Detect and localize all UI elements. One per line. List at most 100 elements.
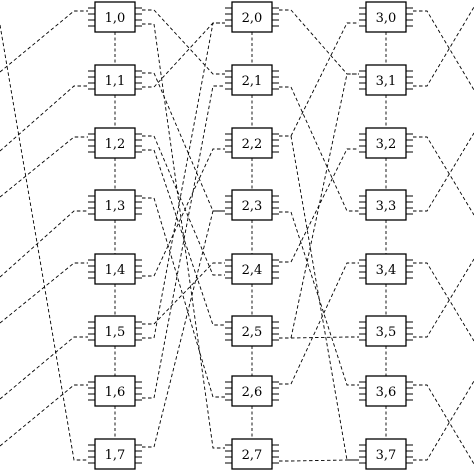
node-label: 1,2 xyxy=(105,137,126,152)
node-box xyxy=(365,189,407,221)
link-wire xyxy=(142,149,225,326)
link-wire xyxy=(142,262,225,325)
input-wire xyxy=(0,24,88,461)
node-label: 3,0 xyxy=(376,11,397,26)
switch-node: 3,7 xyxy=(359,438,413,470)
link-wire xyxy=(142,197,225,398)
edge-wires xyxy=(0,6,474,465)
node-label: 2,0 xyxy=(242,11,263,26)
node-box xyxy=(365,127,407,159)
switch-node: 1,0 xyxy=(88,1,142,33)
node-label: 1,4 xyxy=(105,263,126,278)
node-label: 1,6 xyxy=(105,385,126,400)
node-label: 3,5 xyxy=(376,325,397,340)
link-wire xyxy=(142,22,225,339)
node-label: 1,3 xyxy=(105,199,126,214)
node-box xyxy=(231,127,273,159)
node-box xyxy=(231,64,273,96)
output-wire xyxy=(413,262,474,342)
switch-node: 3,2 xyxy=(359,127,413,159)
switch-node: 2,1 xyxy=(225,64,279,96)
node-box xyxy=(231,253,273,285)
link-wire xyxy=(142,135,225,276)
link-wire xyxy=(142,22,225,88)
link-wire xyxy=(279,73,359,339)
node-box xyxy=(231,315,273,347)
output-wire xyxy=(413,6,474,87)
switch-node: 2,3 xyxy=(225,189,279,221)
switch-node: 3,5 xyxy=(359,315,413,347)
link-wire xyxy=(142,148,225,277)
switch-node: 1,3 xyxy=(88,189,142,221)
switch-node: 1,5 xyxy=(88,315,142,347)
switch-node: 2,6 xyxy=(225,375,279,407)
node-label: 2,1 xyxy=(242,74,263,89)
output-wire xyxy=(413,380,474,461)
node-box xyxy=(231,1,273,33)
input-wire xyxy=(0,136,88,198)
switch-node: 3,6 xyxy=(359,375,413,407)
input-wire xyxy=(0,262,88,324)
node-label: 3,2 xyxy=(376,137,397,152)
link-wire xyxy=(142,23,225,449)
stage-wires xyxy=(142,9,359,462)
node-box xyxy=(365,315,407,347)
node-label: 2,7 xyxy=(242,448,263,463)
switch-node: 1,6 xyxy=(88,375,142,407)
input-wire xyxy=(0,384,88,447)
node-box xyxy=(94,1,136,33)
input-wire xyxy=(0,210,88,278)
switch-node: 1,1 xyxy=(88,64,142,96)
link-wire xyxy=(142,9,225,75)
node-label: 3,7 xyxy=(376,448,397,463)
link-wire xyxy=(142,72,225,212)
node-box xyxy=(365,375,407,407)
node-label: 2,3 xyxy=(242,199,263,214)
node-label: 3,6 xyxy=(376,385,397,400)
switch-node: 3,0 xyxy=(359,1,413,33)
output-wire xyxy=(413,136,474,216)
link-wire xyxy=(279,459,359,462)
switch-node: 1,2 xyxy=(88,127,142,159)
link-wire xyxy=(279,86,359,212)
switch-node: 1,7 xyxy=(88,438,142,470)
node-label: 3,3 xyxy=(376,199,397,214)
node-label: 2,6 xyxy=(242,385,263,400)
node-label: 2,5 xyxy=(242,325,263,340)
node-label: 2,4 xyxy=(242,263,263,278)
node-box xyxy=(94,438,136,470)
link-wire xyxy=(142,210,225,448)
node-box xyxy=(94,127,136,159)
node-label: 2,2 xyxy=(242,137,263,152)
node-box xyxy=(94,189,136,221)
input-wire xyxy=(0,336,88,400)
node-label: 1,5 xyxy=(105,325,126,340)
node-box xyxy=(94,64,136,96)
node-box xyxy=(94,375,136,407)
node-box xyxy=(94,315,136,347)
input-wire xyxy=(0,10,88,73)
output-wire xyxy=(413,132,474,212)
vertical-links xyxy=(114,32,387,439)
node-label: 1,1 xyxy=(105,74,126,89)
switch-node: 2,7 xyxy=(225,438,279,470)
switch-node: 3,3 xyxy=(359,189,413,221)
output-wire xyxy=(413,10,474,91)
node-label: 1,0 xyxy=(105,11,126,26)
node-box xyxy=(365,1,407,33)
node-label: 3,4 xyxy=(376,263,397,278)
output-wire xyxy=(413,258,474,338)
node-label: 1,7 xyxy=(105,448,126,463)
link-wire xyxy=(279,262,359,385)
switch-node: 3,4 xyxy=(359,253,413,285)
switch-node: 2,5 xyxy=(225,315,279,347)
node-box xyxy=(365,438,407,470)
node-box xyxy=(365,253,407,285)
node-box xyxy=(365,64,407,96)
output-wire xyxy=(413,384,474,465)
nodes: 1,0 1,1 1,2 1,3 1,4 1,5 1,6 1,7 2,0 2,1 2,2 2,3 2,4 2… xyxy=(88,1,413,470)
node-label: 3,1 xyxy=(376,74,397,89)
link-wire xyxy=(279,9,359,75)
link-wire xyxy=(279,22,359,137)
node-box xyxy=(231,189,273,221)
